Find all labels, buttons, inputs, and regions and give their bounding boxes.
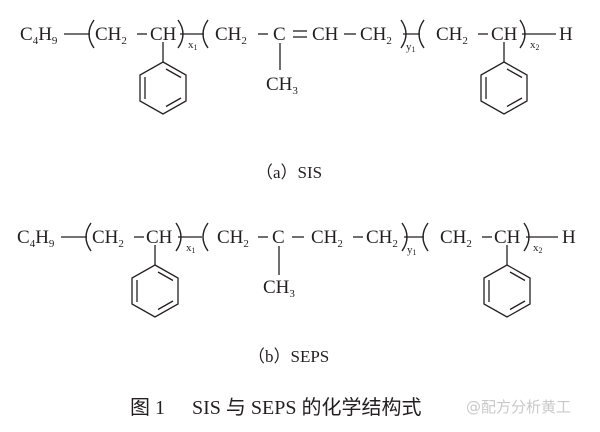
benzene-ring-icon <box>480 61 528 115</box>
methyl-group: CH3 <box>263 277 295 300</box>
end-group-butyl: C4H9 <box>20 24 58 47</box>
repeat-subscript: y1 <box>407 244 417 257</box>
repeat-subscript: x2 <box>530 39 540 52</box>
watermark: @配方分析黄工 <box>466 398 571 416</box>
structure-seps: C4H9 CH2 CH x1 CH2 C CH3 CH2 CH2 y1 C <box>17 222 576 318</box>
open-paren <box>418 19 425 49</box>
ch2-group: CH2 <box>92 227 124 250</box>
ch-group: CH <box>150 24 177 45</box>
ch2-group: CH2 <box>436 24 468 47</box>
open-paren <box>85 222 92 252</box>
open-paren <box>202 222 209 252</box>
repeat-subscript: y1 <box>406 41 416 54</box>
ch-group: CH <box>146 227 173 248</box>
ch2-group: CH2 <box>95 24 127 47</box>
end-group-hydrogen: H <box>559 24 573 45</box>
ch-group: CH <box>312 24 339 45</box>
methyl-group: CH3 <box>266 74 298 97</box>
open-paren <box>202 19 209 49</box>
quaternary-carbon: C <box>273 24 286 45</box>
end-group-butyl: C4H9 <box>17 227 55 250</box>
end-group-hydrogen: H <box>562 227 576 248</box>
repeat-subscript: x1 <box>188 39 198 52</box>
ch2-group: CH2 <box>215 24 247 47</box>
ch2-group: CH2 <box>360 24 392 47</box>
repeat-subscript: x1 <box>186 242 196 255</box>
quaternary-carbon: C <box>272 227 285 248</box>
open-paren <box>422 222 429 252</box>
figure-number: 图 1 <box>130 397 165 419</box>
ch2-group: CH2 <box>311 227 343 250</box>
structure-label-b: （b）SEPS <box>248 347 329 366</box>
benzene-ring-icon <box>131 264 179 318</box>
figure-caption: SIS 与 SEPS 的化学结构式 <box>192 396 422 419</box>
repeat-subscript: x2 <box>533 242 543 255</box>
ch-group: CH <box>494 227 521 248</box>
ch-group: CH <box>491 24 518 45</box>
structure-label-a: （a）SIS <box>256 163 322 182</box>
benzene-ring-icon <box>139 61 187 115</box>
structure-sis: C4H9 CH2 CH x1 CH2 C CH3 CH CH2 y1 <box>20 19 573 115</box>
ch2-group: CH2 <box>217 227 249 250</box>
ch2-group: CH2 <box>366 227 398 250</box>
open-paren <box>88 19 95 49</box>
ch2-group: CH2 <box>440 227 472 250</box>
benzene-ring-icon <box>483 264 531 318</box>
